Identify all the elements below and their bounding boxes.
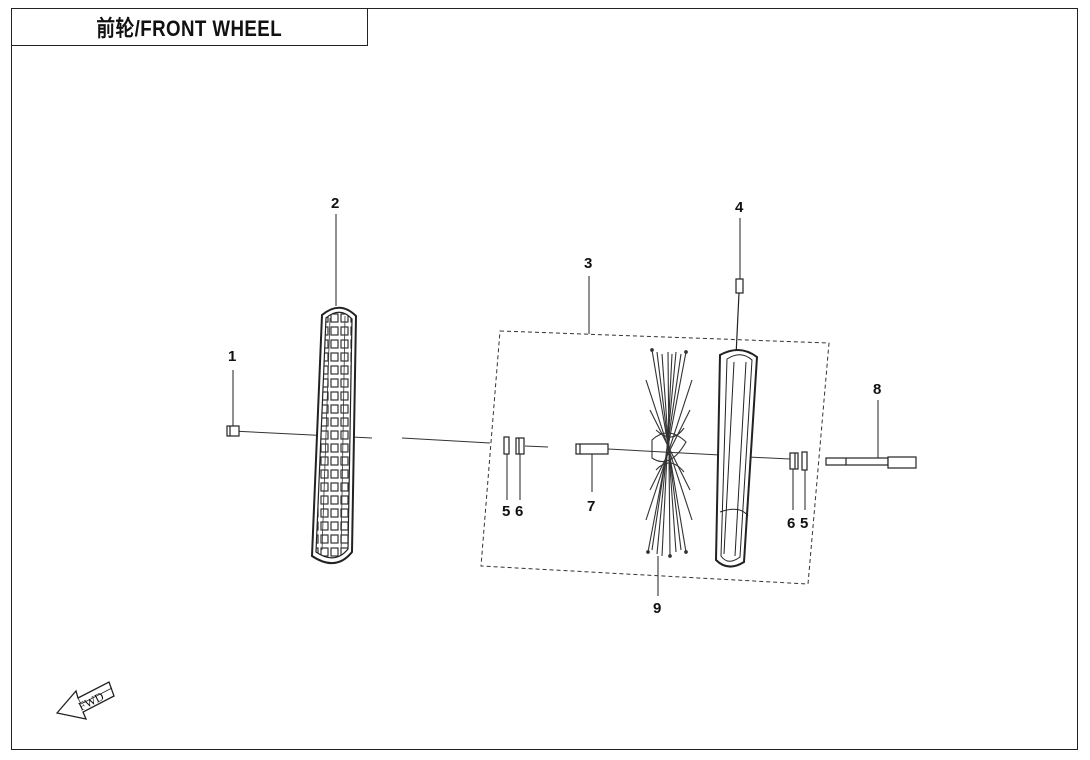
part-4-valve — [735, 278, 744, 357]
callout-8: 8 — [873, 381, 881, 398]
callout-4: 4 — [735, 199, 744, 216]
part-1-collar — [226, 425, 240, 437]
part-8-axle — [825, 456, 917, 469]
part-6-right-bearing — [789, 452, 799, 470]
part-2-tire — [310, 306, 358, 564]
callout-7: 7 — [587, 498, 595, 515]
callout-1: 1 — [228, 348, 236, 365]
wheel-assembly-boundary — [480, 330, 830, 585]
callout-5-left: 5 — [502, 503, 510, 520]
axle-center-line — [231, 430, 791, 460]
part-5-left-seal — [503, 436, 510, 455]
callout-9: 9 — [653, 600, 661, 617]
title-box: 前轮/FRONT WHEEL — [11, 8, 368, 46]
part-rim — [714, 349, 759, 568]
part-6-left-bearing — [515, 437, 525, 455]
fwd-arrow-icon: FWD — [55, 681, 115, 720]
part-5-right-seal — [801, 451, 808, 471]
page-title: 前轮/FRONT WHEEL — [96, 16, 283, 41]
part-9-spokes — [645, 348, 693, 558]
callout-6-right: 6 — [787, 515, 795, 532]
callout-5-right: 5 — [800, 515, 808, 532]
callout-6-left: 6 — [515, 503, 523, 520]
callout-3: 3 — [584, 255, 592, 272]
part-7-spacer — [575, 443, 609, 455]
drawing-border — [11, 8, 1078, 750]
callout-2: 2 — [331, 195, 339, 212]
